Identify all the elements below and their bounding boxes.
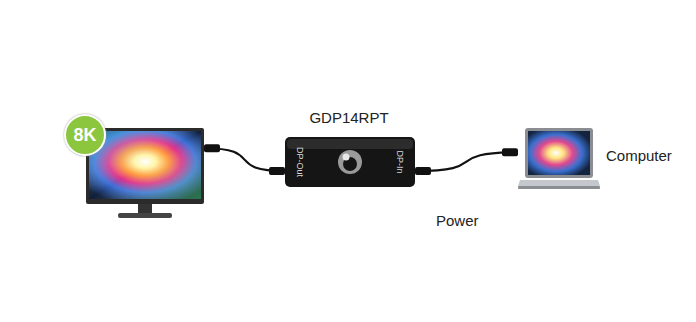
laptop-illustration: [518, 128, 600, 192]
cable: [415, 148, 518, 175]
port-label: DP-Out: [295, 147, 305, 177]
highlight-region: GDP14RPT DP-Out DP-In: [234, 93, 464, 228]
monitor: 8K: [86, 128, 204, 220]
power-label: Power: [436, 212, 479, 229]
device-label: Computer: [606, 147, 672, 164]
frame: [7, 9, 690, 316]
computer: Computer: [518, 128, 600, 192]
power-cable: [346, 188, 398, 226]
repeater-device: DP-Out DP-In: [285, 137, 415, 187]
cable: [204, 144, 285, 175]
port-label: DP-In: [395, 150, 405, 173]
model-label: GDP14RPT: [234, 109, 464, 126]
power-bolt: [417, 206, 432, 235]
resolution-badge: 8K: [64, 114, 106, 156]
